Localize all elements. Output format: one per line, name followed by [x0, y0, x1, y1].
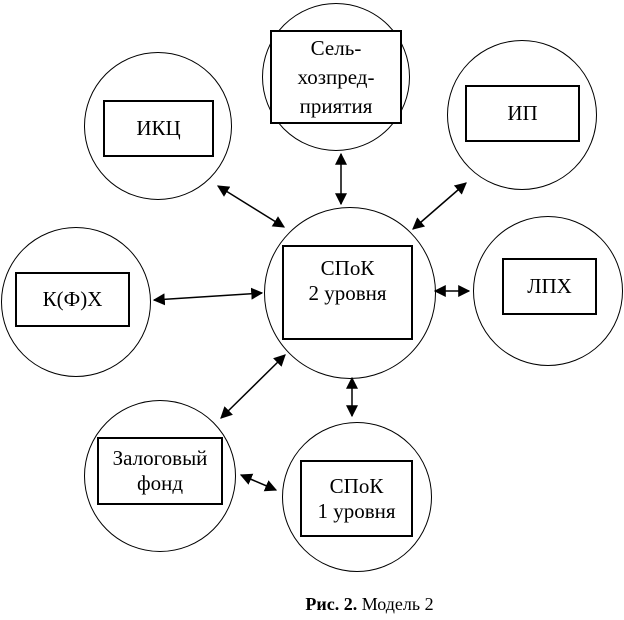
figure-caption-number: Рис. 2.: [305, 594, 358, 614]
node-circle-ikc: [84, 52, 232, 200]
node-box-lph: ЛПХ: [502, 258, 597, 315]
node-circle-selkhoz: [262, 3, 410, 151]
node-label-spok1: СПоК 1 уровня: [317, 473, 396, 523]
node-box-ip: ИП: [465, 85, 580, 142]
edge-zalog-spok1: [239, 473, 278, 492]
node-circle-zalog: [84, 400, 236, 552]
node-label-ip: ИП: [507, 101, 538, 125]
node-box-zalog: Залоговый фонд: [97, 437, 223, 505]
node-circle-kfh: [1, 227, 151, 377]
node-circle-spok1: [282, 422, 432, 572]
edge-ikc-spok2: [216, 185, 286, 228]
edge-ip-spok2: [412, 182, 467, 230]
edge-kfh-spok2: [152, 287, 264, 306]
node-label-lph: ЛПХ: [527, 274, 572, 298]
node-label-spok2: СПоК 2 уровня: [308, 256, 387, 305]
node-box-selkhoz: Сель- хозпред- приятия: [270, 30, 402, 124]
node-circle-lph: [473, 216, 623, 366]
node-label-selkhoz: Сель- хозпред- приятия: [297, 35, 375, 118]
node-box-ikc: ИКЦ: [103, 100, 214, 157]
node-box-spok2: СПоК 2 уровня: [282, 245, 413, 340]
node-label-ikc: ИКЦ: [136, 116, 181, 140]
node-box-kfh: К(Ф)Х: [15, 272, 130, 327]
figure-caption-title: Модель 2: [357, 594, 434, 614]
node-label-kfh: К(Ф)Х: [42, 287, 103, 311]
node-label-zalog: Залоговый фонд: [112, 446, 208, 495]
figure-caption: Рис. 2. Модель 2: [0, 592, 624, 616]
edge-zalog-spok2: [220, 354, 286, 419]
node-circle-ip: [447, 40, 597, 190]
node-box-spok1: СПоК 1 уровня: [300, 460, 413, 537]
